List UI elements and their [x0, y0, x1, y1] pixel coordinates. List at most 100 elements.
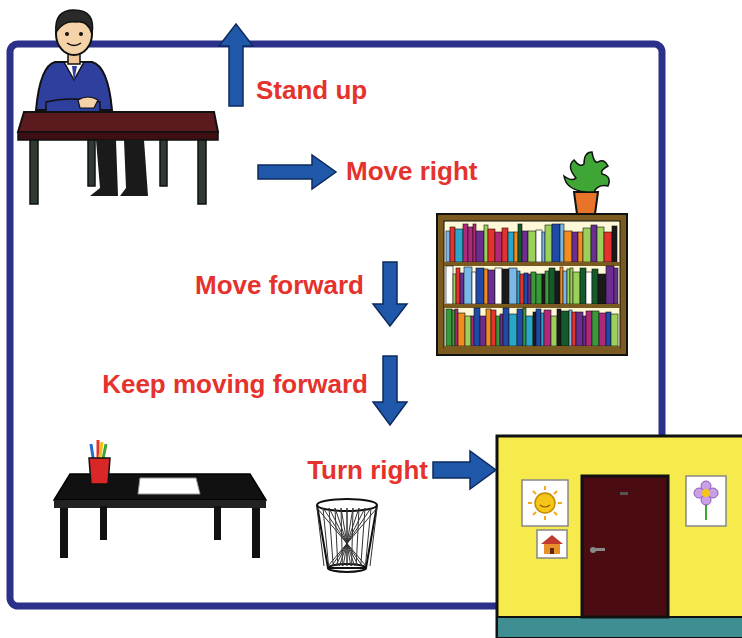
- room-frame: [10, 44, 662, 606]
- shelf-board: [444, 304, 620, 308]
- boy: [36, 10, 112, 112]
- wastebasket: [317, 499, 377, 572]
- book: [491, 310, 496, 346]
- book: [604, 232, 612, 262]
- book: [464, 267, 472, 304]
- book: [599, 313, 606, 346]
- book: [606, 266, 614, 304]
- book: [446, 266, 453, 304]
- book: [496, 316, 500, 346]
- book: [453, 274, 456, 304]
- basket-mesh: [329, 508, 333, 566]
- book: [586, 272, 592, 304]
- book: [583, 228, 591, 262]
- book: [580, 268, 586, 304]
- book: [549, 268, 555, 304]
- basket-mesh: [370, 508, 377, 566]
- book: [541, 313, 544, 346]
- direction-label: Stand up: [256, 75, 367, 105]
- right-arrow: [433, 451, 496, 489]
- book: [520, 274, 524, 304]
- book: [488, 229, 495, 262]
- book: [552, 224, 560, 262]
- basket-mesh: [336, 508, 365, 566]
- direction-label: Move forward: [195, 270, 364, 300]
- book: [606, 312, 611, 346]
- shelf-board: [444, 346, 620, 350]
- book: [564, 231, 572, 262]
- down-arrow: [373, 356, 407, 425]
- book: [598, 274, 606, 304]
- basket-mesh: [339, 508, 359, 566]
- right-arrow: [258, 155, 336, 189]
- door-wall: [497, 436, 742, 638]
- book: [536, 274, 542, 304]
- basket-mesh: [347, 508, 348, 566]
- book: [446, 231, 450, 262]
- basket-mesh: [361, 508, 365, 566]
- basket-mesh: [356, 508, 359, 566]
- direction-label: Move right: [346, 156, 477, 186]
- book: [458, 313, 465, 346]
- book: [555, 271, 560, 304]
- book: [446, 309, 452, 346]
- book: [528, 274, 531, 304]
- book: [460, 273, 464, 304]
- book: [480, 316, 486, 346]
- book: [561, 311, 569, 346]
- book: [502, 269, 509, 304]
- book: [569, 310, 572, 346]
- book: [542, 274, 545, 304]
- book: [452, 310, 455, 346]
- book: [495, 268, 502, 304]
- book: [536, 230, 542, 262]
- book: [531, 272, 536, 304]
- basket-mesh: [328, 508, 377, 566]
- book: [592, 269, 598, 304]
- book: [522, 231, 528, 262]
- direction-label: Keep moving forward: [102, 369, 368, 399]
- down-arrow: [373, 262, 407, 326]
- direction-arrows: [219, 24, 496, 489]
- basket-mesh: [317, 508, 366, 566]
- book: [560, 224, 564, 262]
- book: [488, 270, 495, 304]
- book: [592, 311, 599, 346]
- basket-mesh: [323, 508, 362, 566]
- book: [572, 232, 578, 262]
- book: [591, 225, 597, 262]
- book: [518, 224, 522, 262]
- basket-mesh: [347, 508, 348, 566]
- teacher-table: [54, 440, 266, 558]
- book: [523, 308, 526, 346]
- book: [573, 272, 580, 304]
- book: [545, 271, 549, 304]
- book: [517, 271, 520, 304]
- book: [578, 232, 583, 262]
- book: [476, 268, 484, 304]
- basket-mesh: [329, 508, 358, 566]
- book: [517, 309, 523, 346]
- book: [557, 309, 561, 346]
- direction-label: Turn right: [307, 455, 428, 485]
- book: [500, 314, 503, 346]
- book: [563, 271, 567, 304]
- shelf-board: [444, 262, 620, 266]
- plant: [564, 152, 609, 214]
- book: [526, 316, 533, 346]
- book: [524, 273, 528, 304]
- book: [456, 268, 460, 304]
- book: [576, 312, 583, 346]
- book: [473, 224, 476, 262]
- book: [567, 269, 570, 304]
- book: [503, 308, 509, 346]
- book: [570, 268, 573, 304]
- book: [471, 316, 474, 346]
- book: [484, 225, 488, 262]
- book: [514, 232, 518, 262]
- basket-mesh: [317, 508, 324, 566]
- book: [614, 268, 618, 304]
- up-arrow: [219, 24, 253, 106]
